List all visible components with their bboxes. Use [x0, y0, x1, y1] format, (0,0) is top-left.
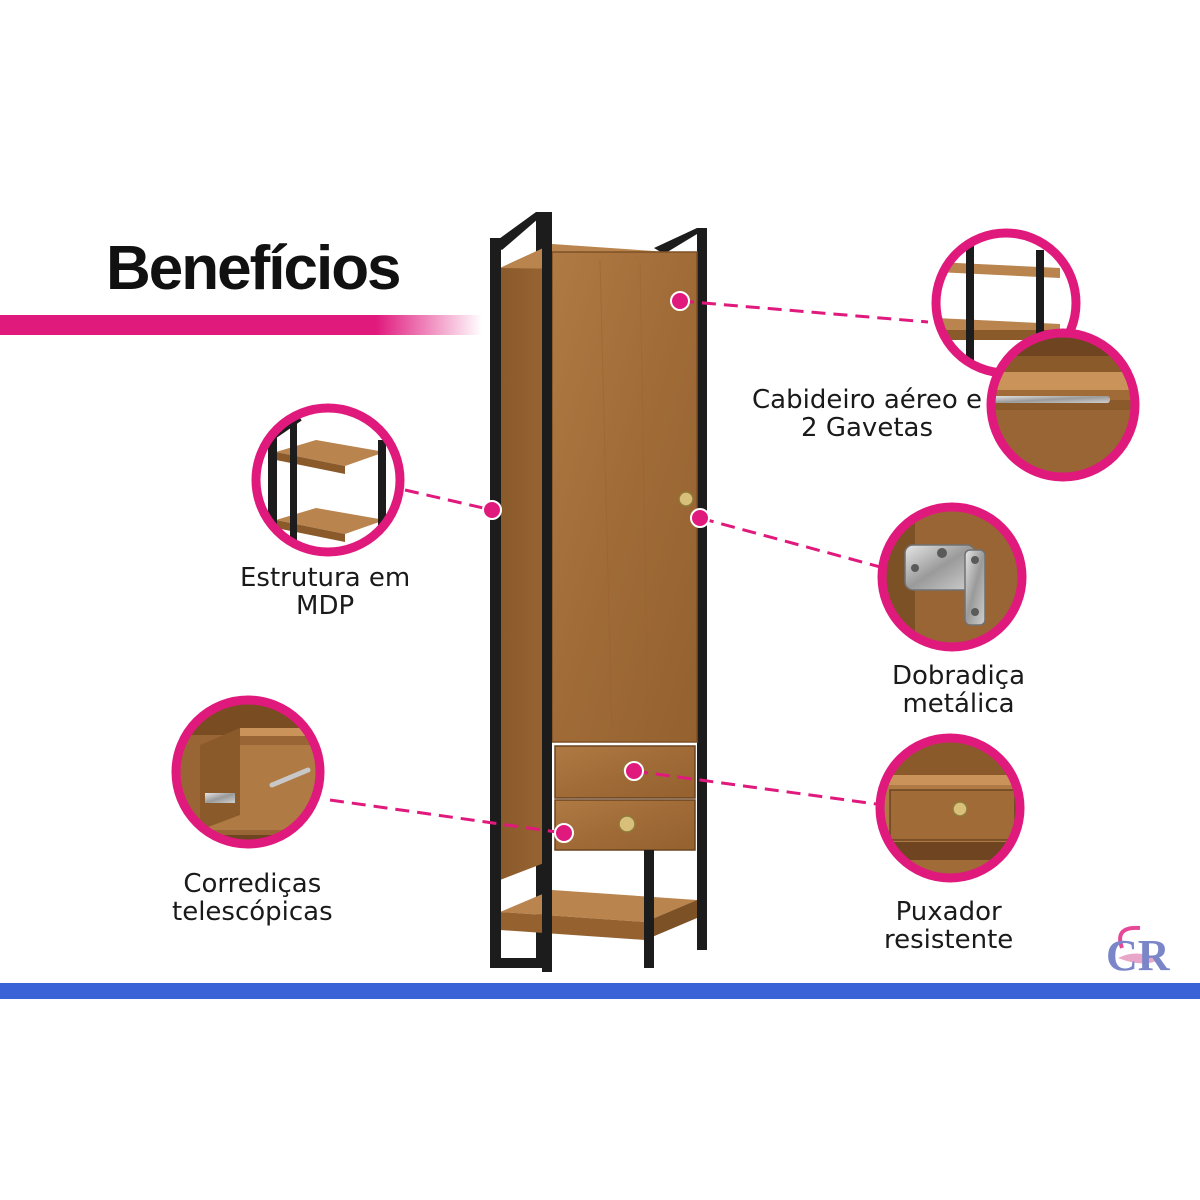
hanging-rail-detail-icon — [931, 228, 1140, 482]
cr-logo: CR — [1106, 925, 1171, 980]
drawer-slide-detail-icon — [171, 695, 325, 849]
caption-slides: Corrediças telescópicas — [172, 870, 333, 926]
door-knob — [678, 491, 694, 507]
caption-hinge-line1: Dobradiça — [892, 661, 1026, 691]
caption-handle-line1: Puxador — [895, 897, 1002, 927]
caption-handle: Puxador resistente — [884, 898, 1013, 954]
leader-lines — [329, 299, 929, 835]
leader-dots — [482, 291, 710, 843]
caption-slides-line1: Corrediças — [183, 869, 322, 899]
caption-handle-line2: resistente — [884, 925, 1014, 955]
caption-mdp-line2: MDP — [296, 591, 355, 621]
caption-hinge-line2: metálica — [902, 689, 1015, 719]
shelf-frame-detail-icon — [251, 403, 405, 557]
knob-detail-icon — [875, 733, 1025, 883]
heading-underline — [0, 315, 482, 335]
caption-mdp: Estrutura em MDP — [240, 564, 410, 620]
caption-hinge: Dobradiça metálica — [892, 662, 1025, 718]
caption-rail-line1: Cabideiro aéreo e — [752, 385, 983, 415]
hinge-detail-icon — [877, 502, 1027, 652]
caption-mdp-line1: Estrutura em — [240, 563, 411, 593]
wardrobe-illustration — [490, 212, 707, 972]
caption-rail-line2: 2 Gavetas — [801, 413, 933, 443]
caption-slides-line2: telescópicas — [172, 897, 333, 927]
caption-rail: Cabideiro aéreo e 2 Gavetas — [752, 386, 982, 442]
logo-text: CR — [1106, 931, 1171, 980]
page-title: Benefícios — [106, 234, 402, 303]
bottom-rule — [0, 983, 1200, 999]
wardrobe-door — [551, 251, 698, 743]
